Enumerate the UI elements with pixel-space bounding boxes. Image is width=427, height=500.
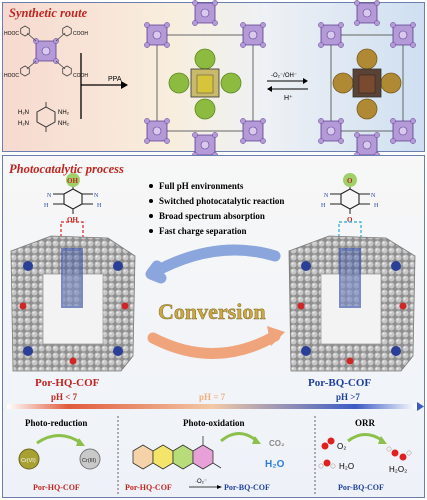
cr3-label: Cr(III) [82, 458, 96, 464]
feature-2: Switched photocatalytic reaction [159, 196, 284, 206]
conversion-arrow-bottom [147, 330, 281, 359]
photo-oxidation-title: Photo-oxidation [183, 418, 245, 428]
hq-oh-top: OH [67, 177, 78, 185]
hq-cof-name: Por-HQ-COF [35, 377, 100, 389]
bq-cof-macrocycle [317, 0, 417, 159]
bq-h-right: H [374, 203, 379, 209]
conversion-arrow-bottom-head [267, 326, 285, 346]
orr-o2-label: O₂ [337, 442, 346, 451]
oxidation-h2o-label: H₂O [265, 459, 285, 470]
conversion-arrow-top [145, 244, 281, 284]
orr-catalyst-label: Por-BQ-COF [338, 483, 384, 492]
h2n-label-top: H₂N [18, 110, 29, 116]
oxidation-catalyst-left: Por-HQ-COF [125, 483, 172, 492]
orr-arrow [347, 433, 384, 443]
oxidation-catalyst-right: Por-BQ-COF [224, 483, 270, 492]
cr6-label: Cr(VI) [21, 458, 36, 464]
orr-title: ORR [355, 418, 376, 428]
hq-h-right: H [97, 203, 102, 209]
cooh-label-bottom: COOH [73, 73, 88, 79]
ph-gradient-bar [7, 404, 417, 409]
bq-n-right: N [371, 193, 376, 199]
feature-bullet-2 [149, 199, 153, 203]
photocatalytic-panel: Photocatalytic process [2, 155, 425, 498]
feature-bullet-3 [149, 214, 153, 218]
hq-n-left: N [47, 193, 52, 199]
hooc-label-top: HOOC [4, 31, 19, 37]
bq-o-top: O [347, 177, 353, 185]
ph-basic-label: pH >7 [336, 392, 360, 402]
synthetic-route-panel: Synthetic route [2, 0, 425, 159]
o2-molecule-b [327, 437, 335, 445]
ph-acidic-label: pH < 7 [51, 392, 78, 402]
ppa-label: PPA [108, 76, 122, 83]
synthetic-route-title: Synthetic route [9, 6, 88, 20]
ph-bar-arrow [417, 402, 424, 411]
o2-molecule-a [321, 442, 329, 450]
bq-n-left: N [324, 193, 329, 199]
nh2-label-top: NH₂ [58, 110, 70, 116]
water-h1 [318, 463, 324, 469]
reduction-arrow [36, 434, 82, 445]
diamine-monomer [36, 102, 56, 132]
nh2-label-bottom: NH₂ [58, 121, 70, 127]
forward-condition-label: -O₂⁻/OH⁻ [271, 73, 297, 79]
h2o2-h1 [386, 446, 392, 452]
cr3-sphere [79, 448, 101, 470]
photo-reduction-title: Photo-reduction [25, 418, 87, 428]
feature-3: Broad spectrum absorption [159, 211, 265, 221]
co2-label: CO₂ [269, 439, 285, 448]
feature-1: Full pH environments [159, 181, 244, 191]
h2o2-o2 [399, 453, 407, 461]
hq-h-left: H [44, 203, 49, 209]
bq-cof-framework [288, 235, 416, 372]
hq-n-right: N [94, 193, 99, 199]
h2n-label-bottom: H₂N [18, 121, 29, 127]
cr6-sphere [18, 448, 40, 470]
bq-linker-structure [330, 173, 370, 214]
photocatalytic-graphic: OH OH N N H H [7, 173, 424, 494]
feature-bullet-1 [149, 184, 153, 188]
ppa-bracket [80, 53, 121, 119]
hq-cof-framework [10, 235, 136, 372]
ph-neutral-label: pH = 7 [199, 392, 226, 402]
superoxide-label: ·O₂⁻ [195, 479, 207, 485]
cooh-label-top: COOH [73, 31, 88, 37]
hq-linker-structure [53, 173, 93, 214]
bq-o-bottom: O [347, 216, 353, 224]
hq-cof-macrocycle [143, 0, 267, 159]
water-h2 [330, 463, 336, 469]
bq-cof-name: Por-BQ-COF [308, 377, 371, 389]
hooc-label-bottom: HOOC [4, 73, 19, 79]
hq-oh-bottom: OH [67, 216, 78, 224]
water-oxygen [323, 459, 331, 467]
orr-h2o2-label: H₂O₂ [389, 465, 407, 474]
conversion-label: Conversion [158, 299, 266, 324]
bq-h-left: H [321, 203, 326, 209]
orr-h2o-label: H₂O [339, 462, 354, 471]
synthetic-route-graphic: HOOC COOH HOOC COOH H₂N NH₂ H₂N NH₂ PPA … [4, 0, 417, 159]
oxidation-arrow [220, 432, 258, 443]
feature-4: Fast charge separation [159, 226, 247, 236]
h2o2-o1 [391, 449, 399, 457]
porphyrin-monomer [20, 25, 72, 77]
ppa-arrow-head [121, 81, 128, 89]
feature-bullet-4 [149, 229, 153, 233]
photocatalytic-title: Photocatalytic process [9, 162, 124, 176]
reduction-catalyst-label: Por-HQ-COF [33, 483, 80, 492]
reverse-condition-label: H⁺ [284, 95, 293, 102]
tetracycline-structure [132, 436, 222, 470]
h2o2-h2 [406, 450, 412, 456]
